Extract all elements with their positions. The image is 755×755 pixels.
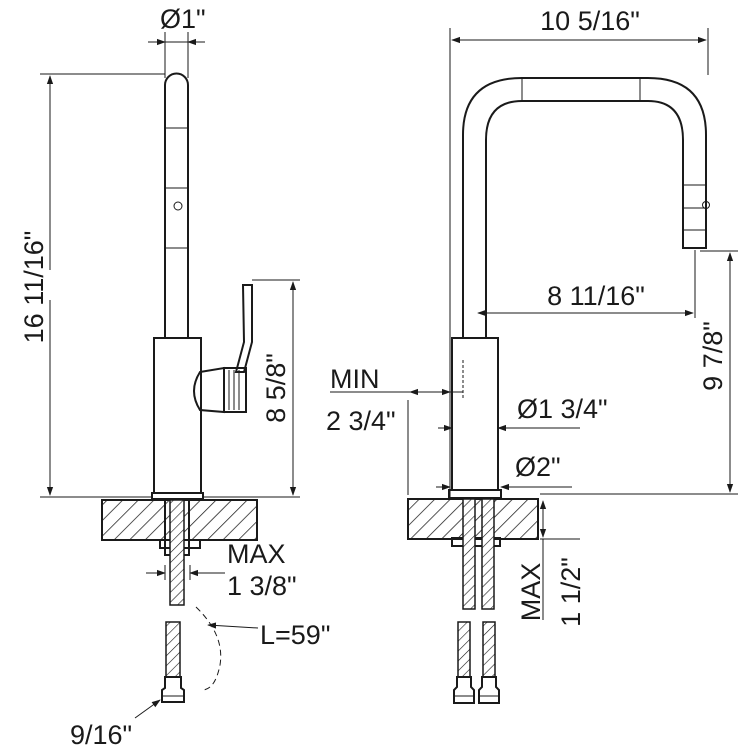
dim-base-diameter: Ø2" [436, 452, 572, 491]
side-sprayer-button [173, 201, 183, 211]
min-value: 2 3/4" [326, 406, 396, 436]
max-label-front: MAX [516, 563, 546, 622]
side-hose-loop [195, 606, 222, 691]
side-handle-lever [234, 284, 253, 373]
dim-reach: 10 5/16" [449, 6, 709, 500]
dim-handle-height: 8 5/8" [203, 279, 300, 498]
side-base-ring [151, 492, 204, 500]
max-label-side: MAX [227, 539, 286, 569]
dim-spray-reach: 8 11/16" [477, 250, 696, 318]
front-mounting-nut [451, 537, 501, 547]
hose-length-label: L=59" [260, 620, 330, 650]
callout-hose-length: L=59" [207, 620, 330, 650]
dim-max-thickness-side: MAX 1 3/8" [146, 539, 297, 601]
side-view: Ø1" 16 11/16" 8 5/8" MAX 1 3/8" [19, 4, 330, 750]
body-diameter-label: Ø1 3/4" [517, 394, 608, 424]
front-hose-right-lower [482, 621, 496, 678]
front-connector-right [478, 676, 500, 704]
spout-clearance-label: 9 7/8" [698, 321, 728, 391]
front-hose-left-lower [457, 621, 471, 678]
front-connector-left [453, 676, 475, 704]
side-hose-upper [169, 499, 185, 606]
spout-diameter-label: Ø1" [160, 4, 206, 34]
front-base-ring [448, 489, 502, 499]
front-sprayer-button [702, 201, 710, 209]
side-handle-cap [223, 367, 247, 413]
max-value-front: 1 1/2" [556, 557, 586, 627]
front-hose-left-upper [462, 498, 476, 610]
front-faucet-body [451, 337, 499, 491]
dim-max-thickness-front: MAX 1 1/2" [516, 500, 586, 627]
dim-total-height: 16 11/16" [19, 73, 165, 498]
dim-spout-clearance: 9 7/8" [540, 250, 738, 495]
side-faucet-body [153, 337, 202, 494]
connector-size-label: 9/16" [70, 720, 132, 750]
dim-body-diameter: Ø1 3/4" [438, 394, 608, 432]
dim-spout-diameter: Ø1" [148, 4, 206, 78]
max-value-side: 1 3/8" [227, 571, 297, 601]
front-spout-arch [462, 77, 707, 338]
dim-min-hole-spacing: MIN 2 3/4" [326, 360, 464, 495]
side-hose-lower [165, 621, 181, 678]
reach-label: 10 5/16" [540, 6, 640, 36]
spray-reach-label: 8 11/16" [547, 281, 645, 311]
handle-height-label: 8 5/8" [261, 353, 291, 423]
total-height-label: 16 11/16" [19, 231, 49, 344]
min-label: MIN [330, 364, 380, 394]
callout-connector-size: 9/16" [70, 699, 161, 750]
front-view: 10 5/16" 8 11/16" 9 7/8" MIN [326, 6, 738, 704]
base-diameter-label: Ø2" [515, 452, 561, 482]
side-handle-hub [193, 366, 225, 414]
side-spout-tube [164, 72, 189, 338]
side-hose-connector [161, 676, 185, 703]
front-hose-right-upper [481, 498, 495, 610]
